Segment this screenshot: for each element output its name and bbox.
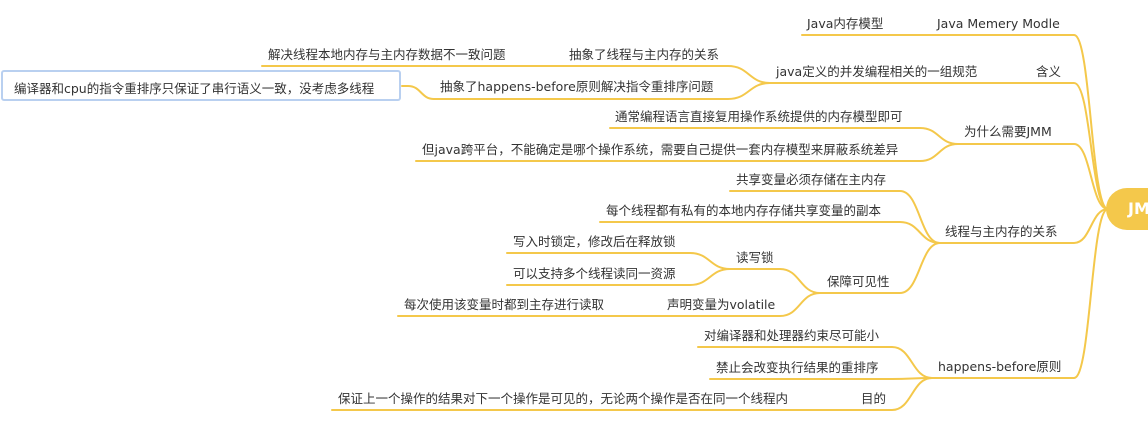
edge-abs2-child xyxy=(401,85,435,100)
edge-rwlock xyxy=(729,268,821,294)
edge-hb xyxy=(931,208,1109,379)
topic-happens-before[interactable]: happens-before原则 xyxy=(938,359,1062,374)
node-hb-2[interactable]: 禁止会改变执行结果的重排序 xyxy=(716,360,879,375)
edge-thread-1 xyxy=(729,190,941,244)
edge-thread-2 xyxy=(599,221,941,244)
edge-meaning xyxy=(1027,82,1109,210)
root-label: JMM xyxy=(1128,199,1148,218)
node-meaning-abs2-child-selected[interactable]: 编译器和cpu的指令重排序只保证了串行语义一致，没考虑多线程 xyxy=(1,70,401,101)
node-rwlock-1[interactable]: 写入时锁定，修改后在释放锁 xyxy=(513,234,676,249)
edge-why xyxy=(957,143,1109,210)
edge-why-2 xyxy=(415,143,959,162)
edge-thread xyxy=(939,208,1109,244)
edge-volatile xyxy=(659,292,821,317)
edge-why-1 xyxy=(609,127,959,145)
node-volatile[interactable]: 声明变量为volatile xyxy=(667,297,776,312)
edge-hb-1 xyxy=(697,346,933,379)
node-meaning-abs2[interactable]: 抽象了happens-before原则解决指令重排序问题 xyxy=(440,79,714,94)
edge-hb-goal xyxy=(854,377,933,411)
node-why-2[interactable]: 但java跨平台，不能确定是哪个操作系统，需要自己提供一套内存模型来屏蔽系统差异 xyxy=(422,142,899,157)
edge-abs1 xyxy=(562,65,771,84)
node-why-1[interactable]: 通常编程语言直接复用操作系统提供的内存模型即可 xyxy=(615,109,903,124)
node-thread-1[interactable]: 共享变量必须存储在主内存 xyxy=(736,172,887,187)
topic-meaning[interactable]: 含义 xyxy=(1036,64,1062,79)
edge-jmm xyxy=(931,34,1109,210)
node-meaning-abs2-child: 编译器和cpu的指令重排序只保证了串行语义一致，没考虑多线程 xyxy=(14,81,375,96)
node-thread-2[interactable]: 每个线程都有私有的本地内存存储共享变量的副本 xyxy=(606,203,882,218)
edge-visibility xyxy=(819,242,941,294)
topic-why-jmm[interactable]: 为什么需要JMM xyxy=(964,124,1052,139)
node-rwlock[interactable]: 读写锁 xyxy=(736,250,774,265)
topic-java-memory-model[interactable]: Java Memery Modle xyxy=(937,16,1060,31)
node-hb-goal[interactable]: 目的 xyxy=(861,391,887,406)
node-meaning-abs1-child[interactable]: 解决线程本地内存与主内存数据不一致问题 xyxy=(268,47,506,62)
edge-abs2 xyxy=(433,82,771,100)
node-rwlock-2[interactable]: 可以支持多个线程读同一资源 xyxy=(513,266,676,281)
root-node[interactable]: JMM xyxy=(1106,188,1148,230)
node-meaning-def[interactable]: java定义的并发编程相关的一组规范 xyxy=(776,64,978,79)
topic-thread-memory-relation[interactable]: 线程与主内存的关系 xyxy=(945,224,1058,239)
edge-rwlock-2 xyxy=(506,268,731,286)
node-hb-goal-1[interactable]: 保证上一个操作的结果对下一个操作是可见的，无论两个操作是否在同一个线程内 xyxy=(338,391,789,406)
node-meaning-abs1[interactable]: 抽象了线程与主内存的关系 xyxy=(569,47,720,62)
edge-rwlock-1 xyxy=(506,252,731,270)
node-hb-1[interactable]: 对编译器和处理器约束尽可能小 xyxy=(704,328,880,343)
node-visibility[interactable]: 保障可见性 xyxy=(827,274,890,289)
node-jmm-cn[interactable]: Java内存模型 xyxy=(807,16,884,31)
edge-hb-2 xyxy=(709,377,933,380)
node-volatile-1[interactable]: 每次使用该变量时都到主存进行读取 xyxy=(404,297,605,312)
